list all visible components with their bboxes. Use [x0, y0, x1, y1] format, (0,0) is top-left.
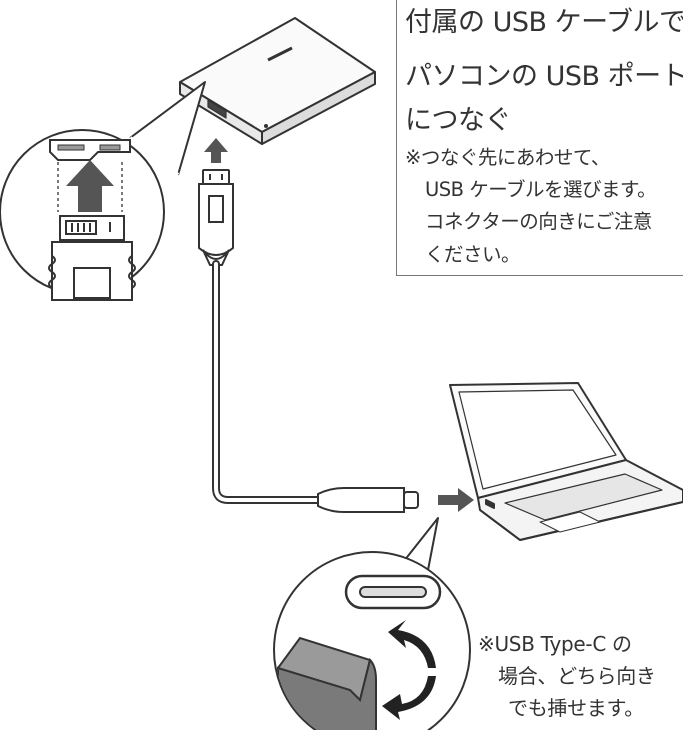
arrow-up-icon — [204, 138, 228, 163]
type-c-zoom-callout — [273, 517, 471, 730]
micro-b-zoom-callout — [0, 81, 206, 301]
arrow-right-icon — [438, 488, 474, 512]
rotate-arrows-icon — [382, 620, 436, 720]
laptop-icon — [449, 382, 683, 541]
usb-micro-b-connector-icon — [198, 169, 234, 266]
note-line-4: ください。 — [425, 243, 521, 266]
type-c-note-line-3: でも挿せます。 — [508, 696, 644, 720]
instruction-line-2: パソコンの USB ポート — [405, 61, 683, 92]
usb-type-c-connector-icon — [317, 487, 419, 513]
type-c-note-line-2: 場合、どちら向き — [498, 664, 656, 688]
arrow-up-icon — [66, 160, 114, 212]
instruction-box: 付属の USB ケーブルで パソコンの USB ポート につなぐ ※つなぐ先にあ… — [396, 0, 683, 276]
note-line-2: USB ケーブルを選びます。 — [425, 178, 657, 201]
note-line-1: ※つなぐ先にあわせて、 — [405, 146, 610, 169]
instruction-line-1: 付属の USB ケーブルで — [405, 7, 683, 38]
usb-cable — [212, 260, 326, 504]
type-c-note-line-1: ※USB Type-C の — [478, 632, 632, 656]
instruction-line-3: につなぐ — [405, 105, 512, 136]
note-line-3: コネクターの向きにご注意 — [425, 210, 652, 233]
hard-drive-icon — [179, 17, 376, 145]
